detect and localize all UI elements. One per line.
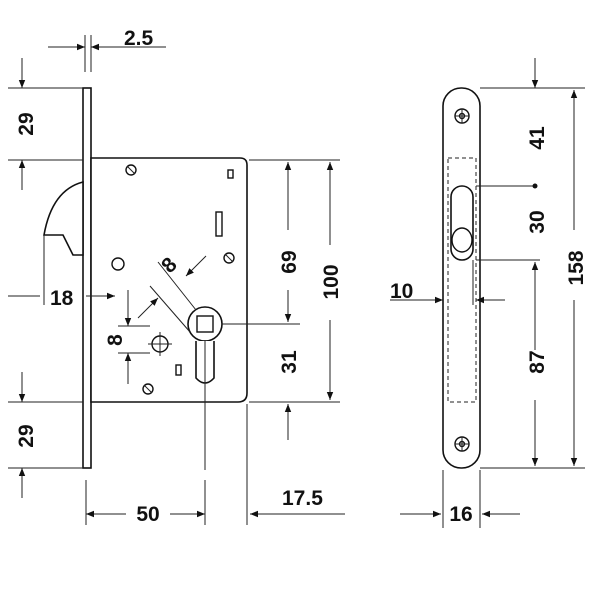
case-screw-icon: [125, 164, 235, 395]
case-outline: [447, 157, 477, 403]
dim-cylinder-distance: 31: [278, 350, 301, 374]
small-slot: [175, 364, 182, 376]
right-dimensions: [390, 58, 585, 528]
dim-latch-top-offset: 29: [15, 112, 38, 135]
dim-upper-distance: 69: [278, 250, 301, 273]
dim-latch-length: 18: [50, 287, 74, 310]
dim-backset: 50: [136, 503, 159, 526]
dim-lower-distance: 87: [526, 350, 549, 373]
case-hole: [111, 257, 125, 271]
dim-body-depth: 17.5: [282, 487, 323, 510]
dim-spindle-square-small: 8: [104, 334, 127, 346]
lock-case: [90, 157, 248, 403]
case-slot: [227, 169, 234, 179]
left-dimensions: [8, 35, 345, 525]
dim-body-height: 100: [320, 264, 343, 299]
faceplate-front-view: [442, 87, 481, 469]
dim-faceplate-length: 158: [565, 250, 588, 285]
faceplate: [82, 87, 92, 469]
case-slot-vertical: [215, 211, 223, 237]
faceplate-front: [442, 87, 481, 469]
dim-bottom-offset: 29: [15, 424, 38, 447]
faceplate-screw-icon: [454, 108, 470, 452]
dim-faceplate-width: 16: [449, 503, 472, 526]
lock-side-view: [43, 87, 300, 470]
dim-latch-opening: 30: [526, 210, 549, 233]
dim-side-gap: 10: [390, 280, 413, 303]
dim-faceplate-thickness: 2.5: [124, 27, 154, 50]
latch-opening: [450, 185, 474, 261]
latch-bolt: [43, 180, 84, 256]
dim-faceplate-top: 41: [526, 126, 549, 150]
